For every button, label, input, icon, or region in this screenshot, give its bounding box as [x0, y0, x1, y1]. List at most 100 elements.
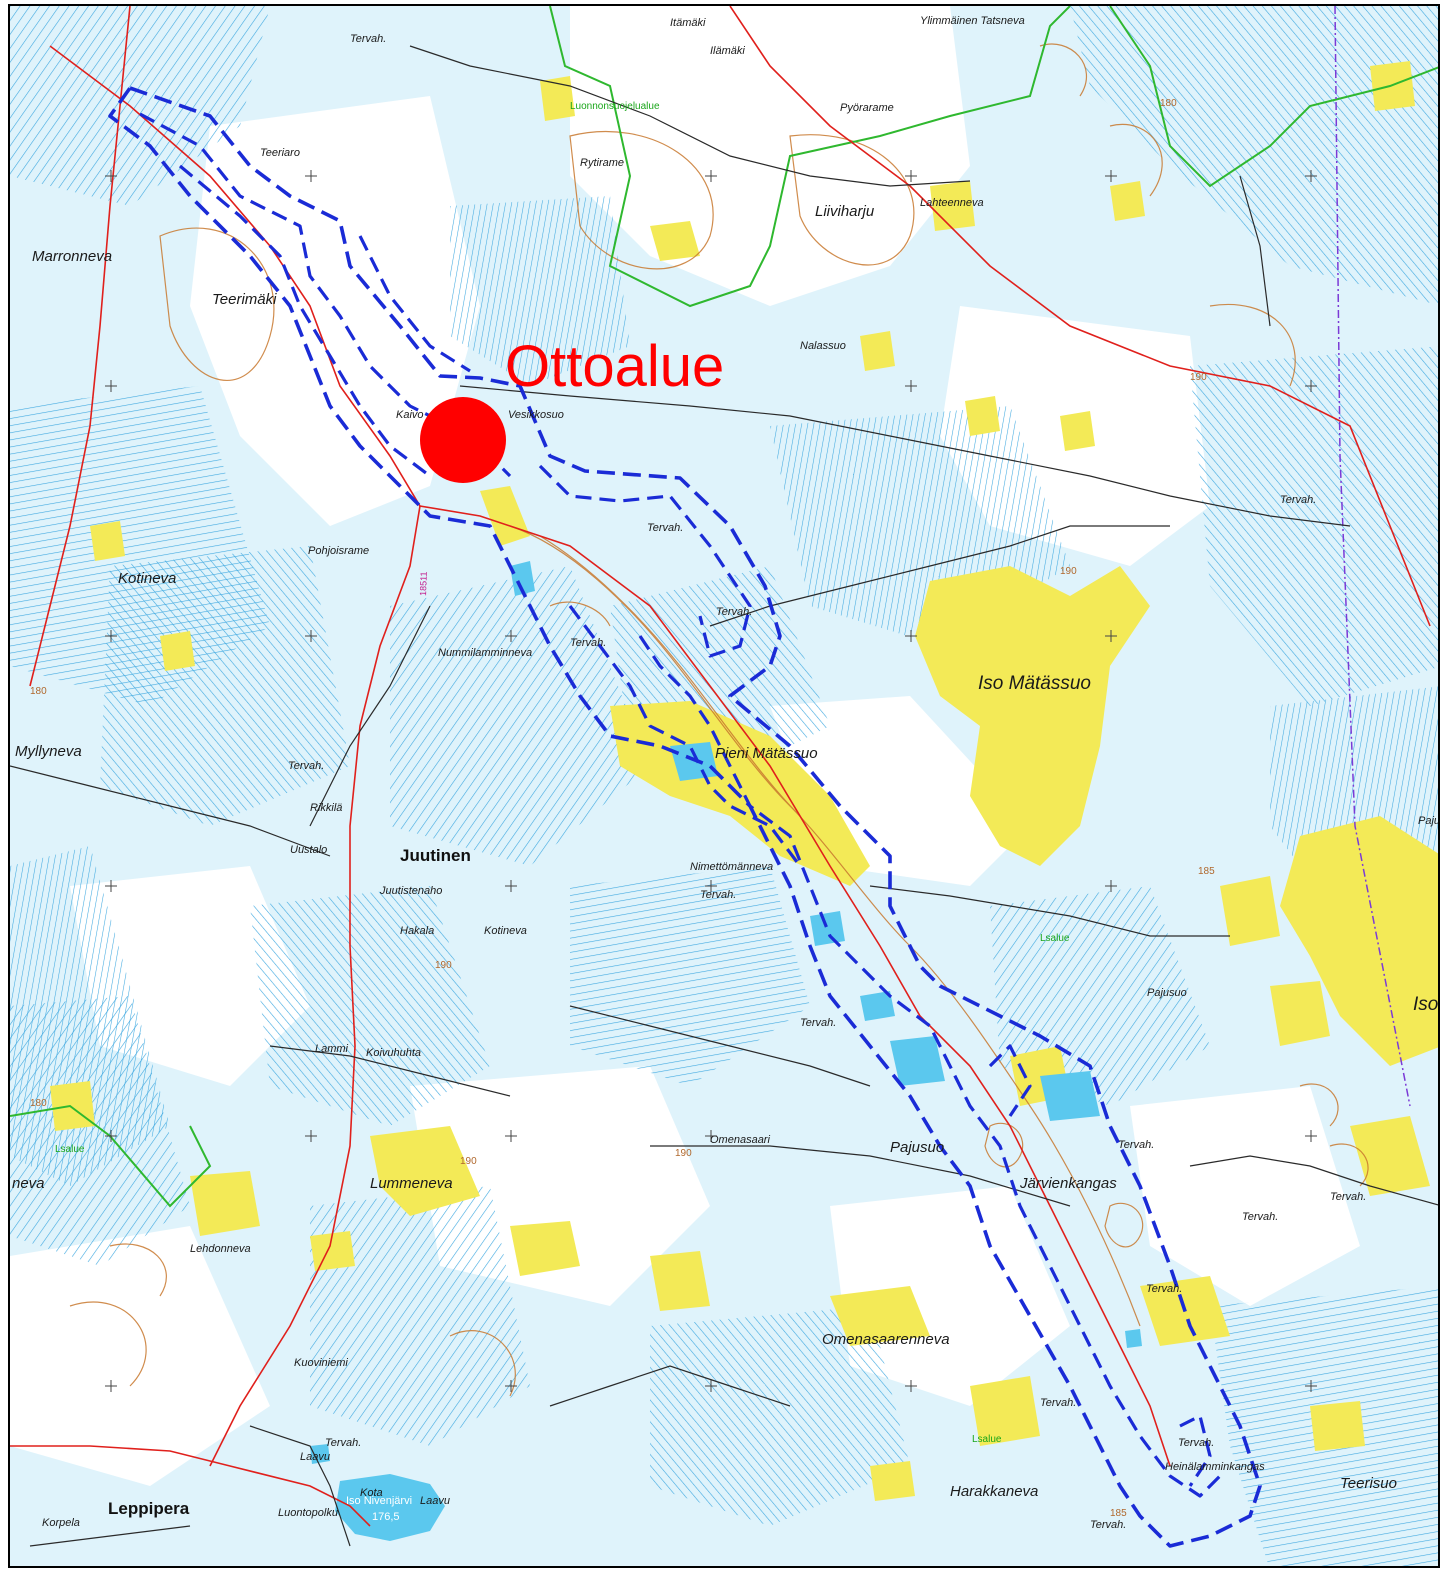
topographic-map[interactable]: Ottoalue Itämäki Ylimmäinen Tatsneva Ter… — [10, 6, 1440, 1568]
grid-crosses — [105, 170, 1317, 1392]
place-lehdonneva: Lehdonneva — [190, 1243, 251, 1255]
place-laavu-2: Laavu — [420, 1495, 450, 1507]
elevation-labels: 180 190 190 190 190 180 180 190 185 185 — [30, 98, 1215, 1519]
place-kotineva-1: Kotineva — [118, 570, 176, 587]
minor-roads — [10, 45, 1438, 1547]
elevation-label: 190 — [460, 1156, 477, 1167]
place-hakala: Hakala — [400, 925, 434, 937]
place-pajusuo-1: Pajusuo — [1147, 987, 1187, 999]
ottoalue-label: Ottoalue — [505, 334, 724, 399]
place-lummeneva: Lummeneva — [370, 1175, 453, 1192]
place-rytirame: Rytirame — [580, 157, 624, 169]
place-laavu-1: Laavu — [300, 1451, 330, 1463]
place-juutistenaho: Juutistenaho — [379, 885, 442, 897]
place-ilamaki: Ilämäki — [710, 45, 745, 57]
place-leppipera: Leppipera — [108, 1499, 190, 1518]
lsalue-label: Lsalue — [972, 1434, 1002, 1445]
elevation-label: 180 — [30, 1098, 47, 1109]
tervah-label: Tervah. — [1146, 1283, 1182, 1295]
elevation-label: 190 — [1060, 566, 1077, 577]
place-teerisuo: Teerisuo — [1340, 1475, 1397, 1492]
place-iso-matassuo: Iso Mätässuo — [978, 673, 1091, 694]
tervah-label: Tervah. — [647, 522, 683, 534]
tervah-label: Tervah. — [1118, 1139, 1154, 1151]
lsalue-label: Lsalue — [1040, 933, 1070, 944]
place-paju-right: Paju — [1418, 815, 1440, 827]
tervah-label: Tervah. — [570, 637, 606, 649]
place-ylimmainen: Ylimmäinen Tatsneva — [920, 15, 1025, 27]
tar-pit-labels: Tervah. Tervah. Tervah. Tervah. Tervah. … — [288, 494, 1366, 1531]
elevation-label: 190 — [675, 1148, 692, 1159]
contour-lines — [69, 43, 1369, 1397]
place-teeriaro: Teeriaro — [260, 147, 300, 159]
tervah-label: Tervah. — [1330, 1191, 1366, 1203]
lsalue-label: Lsalue — [55, 1144, 85, 1155]
place-koivuhuhta: Koivuhuhta — [366, 1047, 421, 1059]
place-heinalamminkangas: Heinälamminkangas — [1165, 1461, 1265, 1473]
place-kaivo: Kaivo — [396, 409, 424, 421]
tervah-label: Tervah. — [1242, 1211, 1278, 1223]
place-jarvienkangas: Järvienkangas — [1019, 1175, 1117, 1192]
place-teerimaki: Teerimäki — [212, 291, 277, 308]
tervah-label: Tervah. — [288, 760, 324, 772]
place-myllyneva: Myllyneva — [15, 743, 82, 760]
main-roads — [10, 6, 1431, 1527]
elevation-label: 190 — [1190, 372, 1207, 383]
elevation-label: 190 — [435, 960, 452, 971]
tervah-label: Tervah. — [1040, 1397, 1076, 1409]
map-frame: Ottoalue Itämäki Ylimmäinen Tatsneva Ter… — [8, 4, 1440, 1568]
lake-elevation: 176,5 — [372, 1511, 400, 1523]
place-neva-left: neva — [12, 1175, 45, 1192]
tervah-label: Tervah. — [700, 889, 736, 901]
water-bodies — [310, 561, 1142, 1541]
place-pyorarame: Pyörarame — [840, 102, 894, 114]
place-uustalo: Uustalo — [290, 844, 327, 856]
place-kuoviniemi: Kuoviniemi — [294, 1357, 348, 1369]
tervah-label: Tervah. — [1090, 1519, 1126, 1531]
place-liiviharju: Liiviharju — [815, 203, 875, 220]
place-itamaki: Itämäki — [670, 17, 706, 29]
place-pohjoisrame: Pohjoisrame — [308, 545, 369, 557]
place-omenasaari: Omenasaari — [710, 1134, 770, 1146]
tervah-label: Tervah. — [800, 1017, 836, 1029]
tervah-label: Tervah. — [716, 606, 752, 618]
elevation-label: 185 — [1110, 1508, 1127, 1519]
place-labels: Itämäki Ylimmäinen Tatsneva Tervah. Iläm… — [12, 15, 1440, 1529]
tervah-label: Tervah. — [1280, 494, 1316, 506]
elevation-label: 185 — [1198, 866, 1215, 877]
place-lammi: Lammi — [315, 1043, 349, 1055]
ottoalue-marker[interactable] — [420, 397, 506, 483]
place-vesikkosuo: Vesikkosuo — [508, 409, 564, 421]
lake-iso-nivenjarvi-label: Iso Nivenjärvi — [346, 1495, 412, 1507]
drained-peatland-hatching — [10, 6, 1438, 1566]
place-luonnonsuojelualue: Luonnonsuojelualue — [570, 101, 660, 112]
lsalue-labels: Lsalue Lsalue Lsalue — [55, 933, 1070, 1445]
place-omenasaarenneva: Omenasaarenneva — [822, 1331, 950, 1348]
place-nimettomanneva: Nimettömänneva — [690, 861, 773, 873]
place-juutinen: Juutinen — [400, 846, 471, 865]
place-nalassuo: Nalassuo — [800, 340, 846, 352]
place-kotineva-2: Kotineva — [484, 925, 527, 937]
place-harakkaneva: Harakkaneva — [950, 1483, 1038, 1500]
place-lahteenneva: Lahteenneva — [920, 197, 984, 209]
place-iso-right: Iso — [1413, 994, 1438, 1015]
place-luontopolku: Luontopolku — [278, 1507, 338, 1519]
place-tervah-top: Tervah. — [350, 33, 386, 45]
tervah-label: Tervah. — [325, 1437, 361, 1449]
place-pieni-matassuo: Pieni Mätässuo — [715, 745, 818, 762]
municipal-border — [1334, 6, 1411, 1107]
place-pajusuo-2: Pajusuo — [890, 1139, 944, 1156]
nature-reserve-boundary — [10, 6, 1438, 1208]
place-numminneva: Nummilamminneva — [438, 647, 532, 659]
lake-iso-nivenjarvi — [335, 1474, 445, 1541]
forest-areas — [10, 6, 1360, 1486]
place-kota: Kota — [360, 1487, 383, 1499]
place-marronneva: Marronneva — [32, 248, 112, 265]
road-number: 18511 — [418, 571, 429, 596]
tervah-label: Tervah. — [1178, 1437, 1214, 1449]
elevation-label: 180 — [1160, 98, 1177, 109]
place-korpela: Korpela — [42, 1517, 80, 1529]
place-rikkila: Rikkilä — [310, 802, 342, 814]
project-area-boundary — [108, 86, 1262, 1548]
elevation-label: 180 — [30, 686, 47, 697]
